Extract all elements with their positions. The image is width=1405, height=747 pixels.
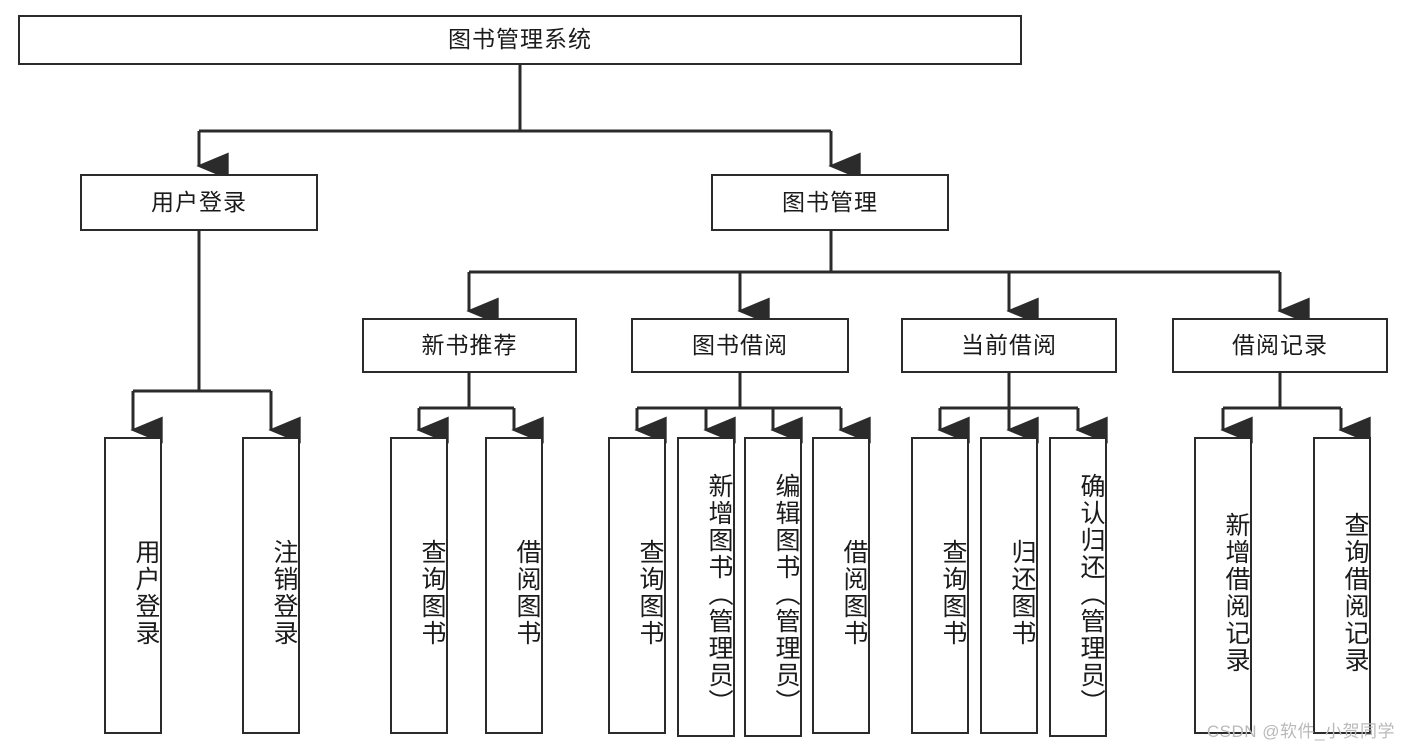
watermark-csdn: CSDN @软件_小贺同学 <box>1206 722 1395 741</box>
node-label: 查询图书 <box>636 538 664 647</box>
node-label: 新增图书（管理员） <box>705 472 733 716</box>
node-label: 当前借阅 <box>961 331 1057 358</box>
node-leaf-return-book[interactable]: 归还图书 <box>980 437 1038 734</box>
node-label: 图书管理 <box>782 188 878 215</box>
node-leaf-borrow-book-2[interactable]: 借阅图书 <box>812 437 870 734</box>
node-new-book-recommend[interactable]: 新书推荐 <box>362 318 577 373</box>
node-label: 确认归还（管理员） <box>1077 472 1105 716</box>
node-leaf-query-record[interactable]: 查询借阅记录 <box>1313 437 1371 734</box>
node-label: 查询图书 <box>418 538 446 647</box>
node-label: 新书推荐 <box>421 331 518 358</box>
node-leaf-logout[interactable]: 注销登录 <box>242 437 300 734</box>
node-label: 图书管理系统 <box>448 26 592 53</box>
node-label: 注销登录 <box>270 538 298 647</box>
node-borrow-record[interactable]: 借阅记录 <box>1172 318 1388 373</box>
node-leaf-user-login[interactable]: 用户登录 <box>104 437 162 734</box>
node-label: 编辑图书（管理员） <box>772 472 800 716</box>
node-leaf-query-book-3[interactable]: 查询图书 <box>911 437 969 734</box>
node-label: 图书借阅 <box>692 331 788 358</box>
node-book-borrow[interactable]: 图书借阅 <box>631 318 849 373</box>
node-leaf-query-book-1[interactable]: 查询图书 <box>390 437 448 734</box>
node-label: 查询图书 <box>939 538 967 647</box>
node-label: 借阅图书 <box>513 538 541 647</box>
node-label: 新增借阅记录 <box>1222 511 1250 674</box>
node-leaf-query-book-2[interactable]: 查询图书 <box>608 437 666 734</box>
node-user-login[interactable]: 用户登录 <box>80 174 318 231</box>
node-label: 借阅图书 <box>840 538 868 647</box>
node-leaf-confirm-return[interactable]: 确认归还（管理员） <box>1049 437 1107 737</box>
node-book-manage[interactable]: 图书管理 <box>711 174 949 231</box>
node-label: 用户登录 <box>132 538 160 647</box>
node-label: 用户登录 <box>151 188 247 215</box>
node-leaf-add-record[interactable]: 新增借阅记录 <box>1194 437 1252 734</box>
node-label: 借阅记录 <box>1232 331 1328 358</box>
node-leaf-add-book[interactable]: 新增图书（管理员） <box>677 437 735 737</box>
node-label: 归还图书 <box>1008 538 1036 647</box>
node-current-borrow[interactable]: 当前借阅 <box>901 318 1117 373</box>
node-leaf-edit-book[interactable]: 编辑图书（管理员） <box>744 437 802 737</box>
node-label: 查询借阅记录 <box>1341 511 1369 674</box>
node-root-system[interactable]: 图书管理系统 <box>18 15 1022 65</box>
node-leaf-borrow-book-1[interactable]: 借阅图书 <box>485 437 543 734</box>
